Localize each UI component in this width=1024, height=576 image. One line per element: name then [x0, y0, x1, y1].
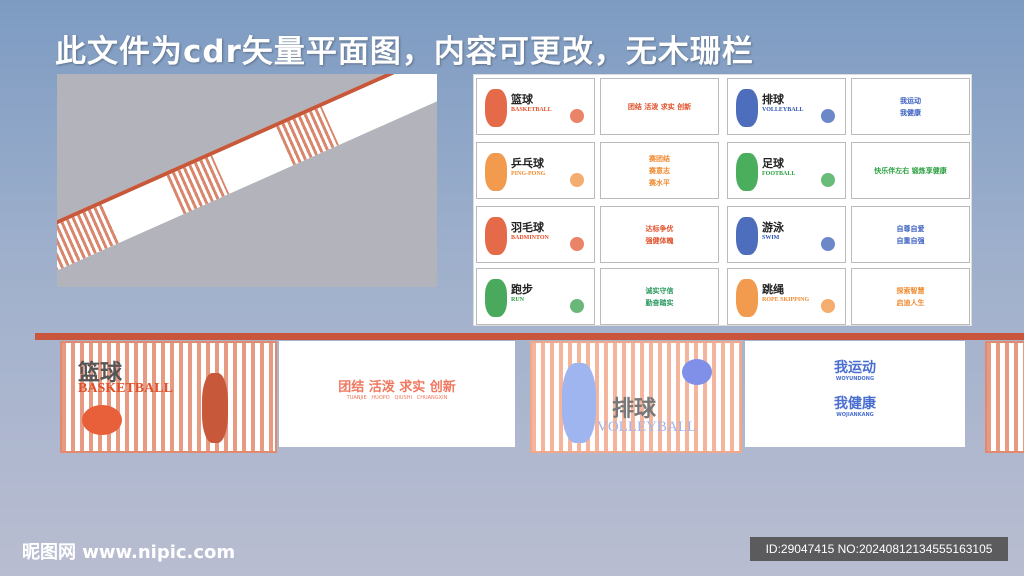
sport-name-en: RUN [511, 297, 524, 303]
slogan-panel-1: 团结 活泼 求实 创新 TUANJIE HUOPO QIUSHI CHUANGX… [279, 341, 515, 447]
sport-name-en: PING-PONG [511, 171, 546, 177]
slogan-text: 勤奋踏实 [645, 298, 674, 307]
slogan-text: 我健康 [900, 108, 921, 117]
volleyball-cn: 排球 [612, 396, 657, 422]
sport-name: 排球 [762, 93, 784, 106]
panel-card: 达标争优强健体魄 [600, 206, 719, 263]
slogan-text: 我运动 [834, 360, 876, 376]
slogan-text: 团结 活泼 求实 创新 [627, 102, 692, 111]
slogan-text: 达标争优 [645, 224, 674, 233]
sport-figure-icon [485, 279, 507, 317]
sport-figure-icon [736, 217, 758, 255]
panel-card: 赛团结赛意志赛水平 [600, 142, 719, 199]
slogan-text: 赛水平 [649, 178, 670, 187]
slogan-text: 我健康 [834, 396, 876, 412]
panel-card: 羽毛球 BADMINTON [476, 206, 595, 263]
slogan-text: 强健体魄 [645, 236, 674, 245]
ball-icon [570, 109, 584, 123]
sport-figure-icon [485, 89, 507, 127]
ball-icon [570, 299, 584, 313]
panel-card: 跳绳 ROPE SKIPPING [727, 268, 846, 325]
sport-name-en: ROPE SKIPPING [762, 297, 810, 303]
sport-name: 跑步 [511, 283, 533, 296]
slogan-text: 赛意志 [649, 166, 670, 175]
sport-name: 篮球 [511, 93, 533, 106]
panel-card: 我运动我健康 [851, 78, 970, 135]
basketball-slat-panel: 篮球 BASKETBALL [60, 341, 277, 453]
wall-cap [35, 333, 1024, 340]
sport-figure-icon [485, 217, 507, 255]
panel-card: 乒乓球 PING-PONG [476, 142, 595, 199]
panel-card: 探索智慧启迪人生 [851, 268, 970, 325]
panel-card: 诚实守信勤奋踏实 [600, 268, 719, 325]
sport-figure-icon [736, 279, 758, 317]
sport-name: 足球 [762, 157, 784, 170]
ball-icon [570, 173, 584, 187]
sport-figure-icon [736, 153, 758, 191]
next-slat-panel [985, 341, 1024, 453]
basketball-icon [82, 405, 122, 435]
panel-card: 篮球 BASKETBALL [476, 78, 595, 135]
slogan-text: 探索智慧 [896, 286, 925, 295]
slogan-text: 赛团结 [649, 154, 670, 163]
slogan-text: 启迪人生 [896, 298, 925, 307]
player-silhouette-icon [202, 373, 228, 443]
basketball-cn: 篮球 [78, 360, 123, 386]
panel-card: 游泳 SWIM [727, 206, 846, 263]
panel-grid: 篮球 BASKETBALL 团结 活泼 求实 创新 排球 VOLLEYBALL … [473, 74, 972, 326]
ball-icon [821, 237, 835, 251]
panel-card: 快乐伴左右 锻炼享健康 [851, 142, 970, 199]
sport-name-en: SWIM [762, 235, 780, 241]
slogan-text: 自重自强 [896, 236, 925, 245]
sport-name: 游泳 [762, 221, 784, 234]
sport-name-en: BASKETBALL [511, 107, 552, 113]
sport-name-en: BADMINTON [511, 235, 549, 241]
sport-figure-icon [485, 153, 507, 191]
panel-card: 团结 活泼 求实 创新 [600, 78, 719, 135]
ball-icon [821, 109, 835, 123]
sport-figure-icon [736, 89, 758, 127]
volleyball-slat-panel: 排球 VOLLEYBALL [530, 341, 742, 453]
slogan-text: 团结 活泼 求实 创新 [338, 380, 456, 395]
basketball-en: BASKETBALL [78, 381, 173, 396]
ball-icon [570, 237, 584, 251]
volleyball-icon [682, 359, 712, 385]
page-title: 此文件为cdr矢量平面图，内容可更改，无木珊栏 [55, 34, 754, 70]
panel-card: 自尊自爱自重自强 [851, 206, 970, 263]
slogan-text: 我运动 [900, 96, 921, 105]
wall-closeup: 篮球 BASKETBALL 团结 活泼 求实 创新 TUANJIE HUOPO … [35, 333, 1024, 453]
slogan-text: 诚实守信 [645, 286, 674, 295]
ball-icon [821, 299, 835, 313]
slogan-text: 快乐伴左右 锻炼享健康 [874, 166, 947, 175]
nipic-logo: 昵图网 www.nipic.com [22, 542, 236, 563]
slogan-pinyin: TUANJIE HUOPO QIUSHI CHUANGXIN [346, 395, 448, 401]
volleyball-player-icon [562, 363, 596, 443]
sport-name: 跳绳 [762, 283, 784, 296]
slogan-text: 自尊自爱 [896, 224, 925, 233]
slogan-pinyin: WOJIANKANG [836, 412, 874, 418]
volleyball-en: VOLLEYBALL [597, 419, 697, 435]
slogan-pinyin: WOYUNDONG [835, 376, 875, 382]
panel-card: 足球 FOOTBALL [727, 142, 846, 199]
panel-card: 排球 VOLLEYBALL [727, 78, 846, 135]
slogan-panel-2: 我运动 WOYUNDONG 我健康 WOJIANKANG [745, 341, 965, 447]
ball-icon [821, 173, 835, 187]
sport-name-en: FOOTBALL [762, 171, 796, 177]
sport-name-en: VOLLEYBALL [762, 107, 804, 113]
image-id: ID:29047415 NO:20240812134555163105 [750, 537, 1008, 561]
panel-card: 跑步 RUN [476, 268, 595, 325]
sport-name: 乒乓球 [511, 157, 544, 170]
render-wall [57, 74, 437, 272]
3d-render-preview [57, 74, 437, 287]
sport-name: 羽毛球 [511, 221, 544, 234]
